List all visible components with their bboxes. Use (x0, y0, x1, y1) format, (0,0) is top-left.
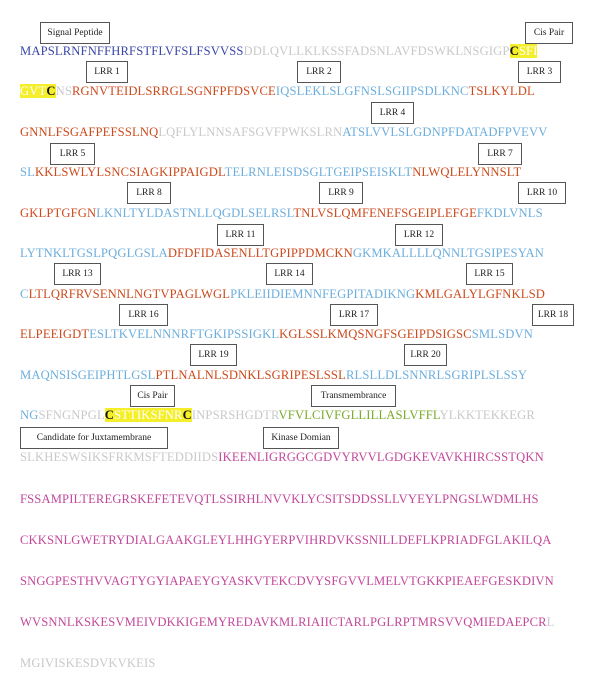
cysteine-residue: C (509, 44, 519, 58)
lrr-segment: ELPEEIGDT (20, 327, 90, 341)
lrr-segment: GKMKALLLLQNNLTGSIPESYAN (352, 246, 545, 260)
lrr-segment: FKDLVNLS (476, 206, 543, 220)
label-lrr13: LRR 13 (54, 263, 101, 285)
label-lrr20: LRR 20 (404, 344, 447, 366)
cis-pair-segment: SFI (518, 44, 538, 58)
kinase-domain-segment: CKKSNLGWETRYDIALGAAKGLEYLHHGYERPVIHRDVKS… (20, 533, 552, 547)
transmembrane-segment: VFVLCIVFGLLILLASLVFFL (278, 408, 440, 422)
lrr-segment: NG (20, 408, 39, 422)
unannotated-segment: L (546, 615, 555, 629)
signal-peptide-segment: MAPSLRNFNFFHRFSTFLVFSLFSVVSS (20, 44, 244, 58)
unannotated-segment: LQFLYLNNSAFSGVFPWKSLRN (158, 125, 343, 139)
label-lrr7: LRR 7 (478, 143, 522, 165)
label-cis-pair-2: Cis Pair (130, 385, 175, 407)
lrr-segment: KMLGALYLGFNKLSD (415, 287, 546, 301)
sequence-line: SLKKLSWLYLSNCSIAGKIPPAIGDLTELRNLEISDSGLT… (20, 164, 521, 180)
lrr-segment: NLWQLELYNNSLT (412, 165, 522, 179)
sequence-line: NGSFNGNPGLCSTTIKSFNRCINPSRSHGDTRVFVLCIVF… (20, 407, 535, 423)
cysteine-residue: C (104, 408, 115, 422)
label-lrr15: LRR 15 (466, 263, 513, 285)
lrr-segment: PKLEIIDIEMNNFEGPITADIKNG (230, 287, 416, 301)
lrr-segment: TSLKYLDL (468, 84, 535, 98)
label-lrr19: LRR 19 (190, 344, 237, 366)
lrr-segment: LTLQRFRVSENNLNGTVPAGLWGL (28, 287, 231, 301)
sequence-line: WVSNNLKSKESVMEIVDKKIGEMYREDAVKMLRIAIICTA… (20, 614, 555, 630)
sequence-line: MAQNSISGEIPHTLGSLPTLNALNLSDNKLSGRIPESLSS… (20, 367, 527, 383)
cis-pair-segment: GVT (20, 84, 47, 98)
label-lrr14: LRR 14 (266, 263, 313, 285)
label-lrr12: LRR 12 (395, 224, 443, 246)
lrr-segment: C (20, 287, 29, 301)
sequence-line: SLKHESWSIKSFRKMSFTEDDIIDSIKEENLIGRGGCGDV… (20, 449, 544, 465)
lrr-segment: TNLVSLQMFENEFSGEIPLEFGE (293, 206, 477, 220)
sequence-line: CKKSNLGWETRYDIALGAAKGLEYLHHGYERPVIHRDVKS… (20, 532, 552, 548)
unannotated-segment: MGIVISKESDVKVKEIS (20, 656, 156, 670)
label-lrr4: LRR 4 (371, 102, 414, 124)
sequence-line: MGIVISKESDVKVKEIS (20, 655, 156, 671)
sequence-line: SNGGPESTHVVAGTYGYIAPAEYGYASKVTEKCDVYSFGV… (20, 573, 554, 589)
lrr-segment: SL (20, 165, 35, 179)
kinase-domain-segment: IKEENLIGRGGCGDVYRVVLGDGKEVAVKHIRCSSTQKN (218, 450, 544, 464)
lrr-segment: TELRNLEISDSGLTGEIPSEISKLT (224, 165, 413, 179)
kinase-domain-segment: WVSNNLKSKESVMEIVDKKIGEMYREDAVKMLRIAIICTA… (20, 615, 547, 629)
label-lrr11: LRR 11 (217, 224, 264, 246)
label-juxtamembrane: Candidate for Juxtamembrane (20, 427, 168, 449)
sequence-line: FSSAMPILTEREGRSKEFETEVQTLSSIRHLNVVKLYCSI… (20, 491, 539, 507)
sequence-line: GVTCNSRGNVTEIDLSRRGLSGNFPFDSVCEIQSLEKLSL… (20, 83, 535, 99)
lrr-segment: LYTNKLTGSLPQGLGSLA (20, 246, 168, 260)
cysteine-residue: C (182, 408, 192, 422)
unannotated-segment: YLKKTEKKEGR (439, 408, 535, 422)
unannotated-segment: INPSRSHGDTR (191, 408, 279, 422)
unannotated-segment: DDLQVLLKLKSSFADSNLAVFDSWKLNSGIGP (243, 44, 510, 58)
label-lrr18: LRR 18 (532, 304, 574, 326)
cysteine-residue: C (46, 84, 56, 98)
kinase-domain-segment: FSSAMPILTEREGRSKEFETEVQTLSSIRHLNVVKLYCSI… (20, 492, 539, 506)
label-cis-pair-1: Cis Pair (525, 22, 573, 44)
label-kinase-domain: Kinase Domian (263, 427, 339, 449)
unannotated-segment: NS (55, 84, 72, 98)
label-lrr9: LRR 9 (319, 182, 363, 204)
lrr-segment: GKLPTGFGN (20, 206, 97, 220)
label-signal-peptide: Signal Peptide (40, 22, 110, 44)
lrr-segment: KGLSSLKMQSNGFSGEIPDSIGSC (279, 327, 472, 341)
label-lrr5: LRR 5 (50, 143, 95, 165)
label-lrr16: LRR 16 (119, 304, 168, 326)
sequence-line: GKLPTGFGNLKNLTYLDASTNLLQGDLSELRSLTNLVSLQ… (20, 205, 543, 221)
label-lrr8: LRR 8 (127, 182, 171, 204)
lrr-segment: MAQNSISGEIPHTLGSL (20, 368, 156, 382)
label-lrr3: LRR 3 (518, 61, 561, 83)
lrr-segment: PTLNALNLSDNKLSGRIPESLSSL (155, 368, 346, 382)
unannotated-segment: SLKHESWSIKSFRKMSFTEDDIIDS (20, 450, 219, 464)
cis-pair-segment: STTIKSFNR (114, 408, 183, 422)
lrr-segment: LKNLTYLDASTNLLQGDLSELRSL (96, 206, 294, 220)
sequence-line: GNNLFSGAFPEFSSLNQLQFLYLNNSAFSGVFPWKSLRNA… (20, 124, 548, 140)
unannotated-segment: SFNGNPGL (38, 408, 105, 422)
sequence-line: CLTLQRFRVSENNLNGTVPAGLWGLPKLEIIDIEMNNFEG… (20, 286, 545, 302)
sequence-line: ELPEEIGDTESLTKVELNNNRFTGKIPSSIGKLKGLSSLK… (20, 326, 533, 342)
label-lrr10: LRR 10 (518, 182, 566, 204)
lrr-segment: DFDFIDASENLLTGPIPPDMCKN (167, 246, 353, 260)
lrr-segment: RGNVTEIDLSRRGLSGNFPFDSVCE (72, 84, 276, 98)
label-lrr2: LRR 2 (297, 61, 341, 83)
lrr-segment: GNNLFSGAFPEFSSLNQ (20, 125, 159, 139)
label-transmembrane: Transmembrance (311, 385, 396, 407)
lrr-segment: SMLSDVN (471, 327, 533, 341)
lrr-segment: KKLSWLYLSNCSIAGKIPPAIGDL (35, 165, 225, 179)
label-lrr17: LRR 17 (330, 304, 378, 326)
lrr-segment: ATSLVVLSLGDNPFDATADFPVEVV (342, 125, 548, 139)
lrr-segment: IQSLEKLSLGFNSLSGIIPSDLKNC (275, 84, 469, 98)
sequence-line: LYTNKLTGSLPQGLGSLADFDFIDASENLLTGPIPPDMCK… (20, 245, 544, 261)
lrr-segment: ESLTKVELNNNRFTGKIPSSIGKL (89, 327, 280, 341)
lrr-segment: RLSLLDLSNNRLSGRIPLSLSSY (345, 368, 528, 382)
kinase-domain-segment: SNGGPESTHVVAGTYGYIAPAEYGYASKVTEKCDVYSFGV… (20, 574, 554, 588)
label-lrr1: LRR 1 (86, 61, 128, 83)
sequence-line: MAPSLRNFNFFHRFSTFLVFSLFSVVSSDDLQVLLKLKSS… (20, 43, 538, 59)
